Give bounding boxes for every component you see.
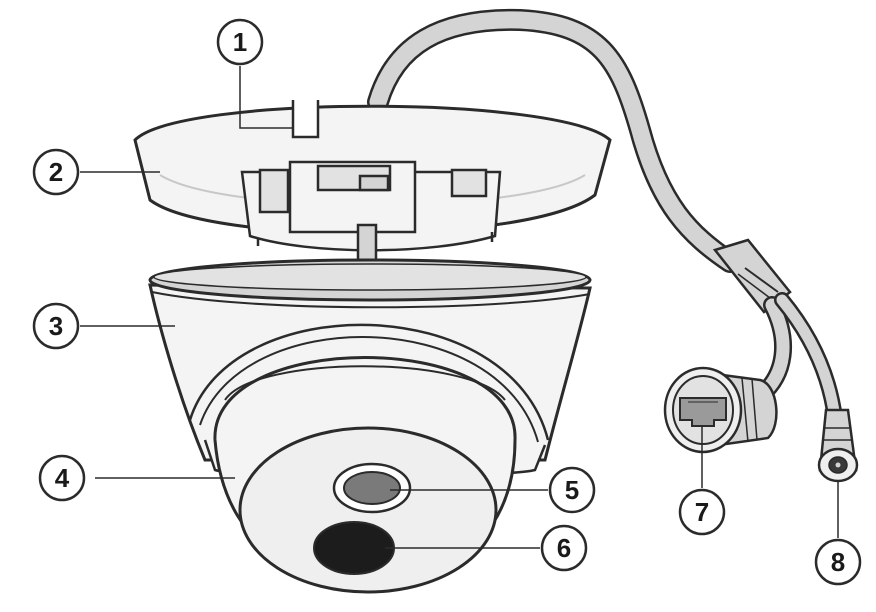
callout-7: 7 bbox=[678, 488, 726, 536]
callout-3-label: 3 bbox=[49, 311, 63, 341]
callout-1-label: 1 bbox=[233, 27, 247, 57]
cable bbox=[367, 8, 741, 273]
leader-line-1 bbox=[239, 66, 292, 129]
cable-splitter bbox=[712, 238, 792, 314]
callout-1: 1 bbox=[216, 18, 264, 66]
callout-7-label: 7 bbox=[695, 497, 709, 527]
callout-2: 2 bbox=[32, 148, 80, 196]
callout-3: 3 bbox=[32, 302, 80, 350]
camera-lens bbox=[313, 521, 395, 575]
callout-4: 4 bbox=[38, 454, 86, 502]
callout-4-label: 4 bbox=[55, 463, 70, 493]
callout-2-label: 2 bbox=[49, 157, 63, 187]
callout-5: 5 bbox=[548, 466, 596, 514]
dc-power-connector bbox=[817, 408, 859, 483]
rj45-network-connector bbox=[663, 366, 778, 454]
callout-8-label: 8 bbox=[831, 547, 845, 577]
light-sensor bbox=[332, 462, 412, 514]
callout-6: 6 bbox=[540, 524, 588, 572]
callout-5-label: 5 bbox=[565, 475, 579, 505]
power-cable-branch bbox=[774, 292, 843, 426]
leader-lines bbox=[80, 66, 839, 549]
callout-6-label: 6 bbox=[557, 533, 571, 563]
mount-bracket bbox=[240, 160, 502, 262]
callout-8: 8 bbox=[814, 538, 862, 586]
